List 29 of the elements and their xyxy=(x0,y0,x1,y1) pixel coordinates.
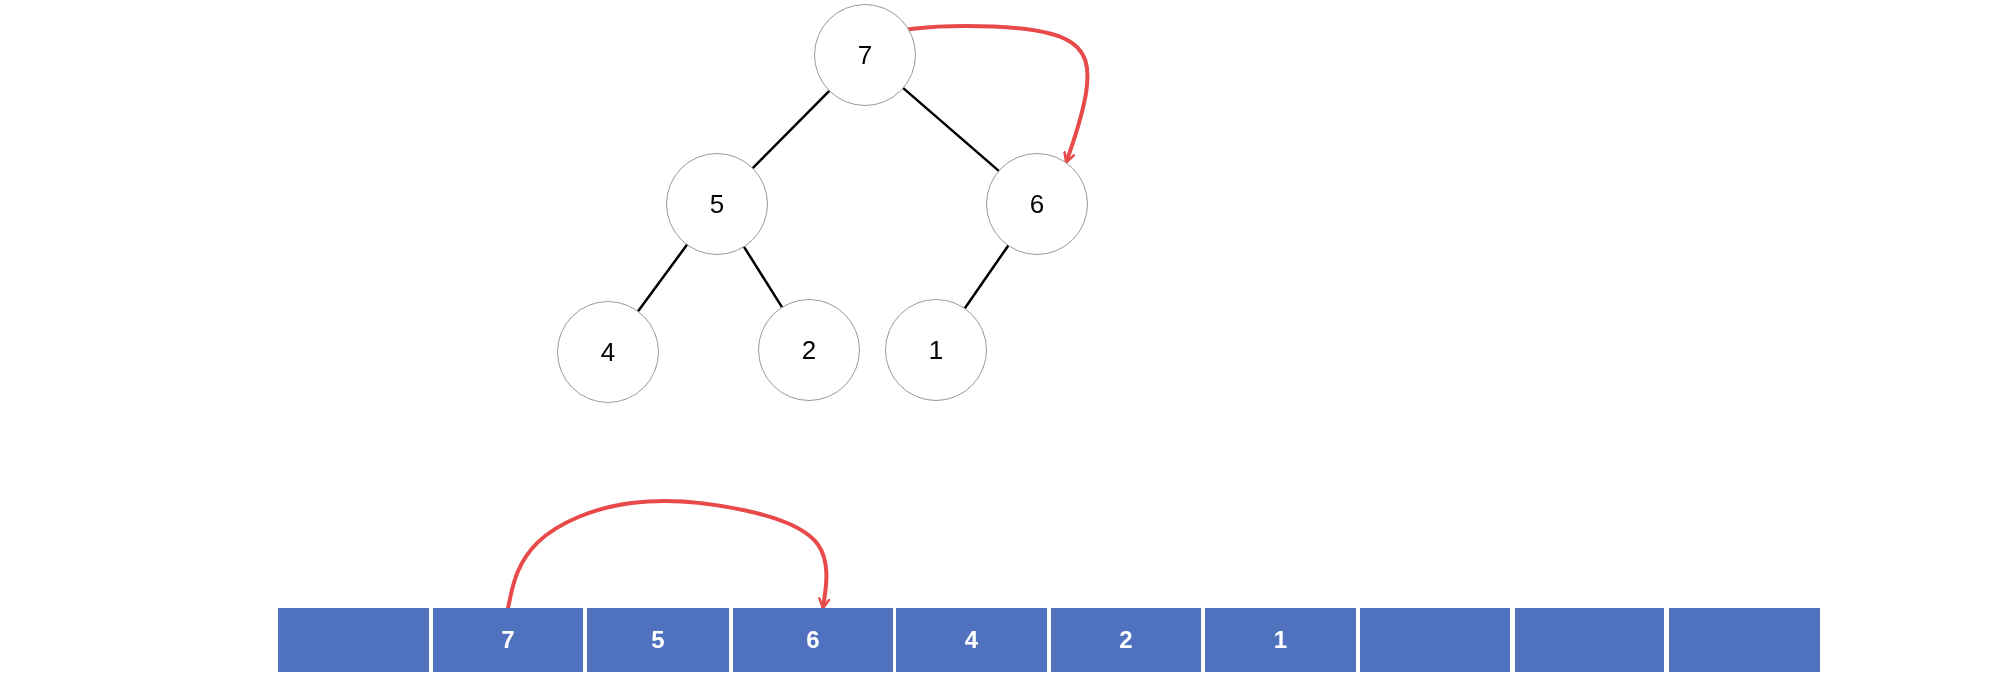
curved-arrow xyxy=(506,499,831,610)
node-value: 4 xyxy=(964,626,979,654)
array-cell xyxy=(1205,608,1356,672)
array-cell xyxy=(587,608,729,672)
array-cell xyxy=(1051,608,1201,672)
array-cell xyxy=(896,608,1047,672)
node-value: 2 xyxy=(1119,626,1133,654)
array-cell xyxy=(1360,608,1510,672)
node-value: 7 xyxy=(501,626,515,654)
node-value: 6 xyxy=(1029,188,1045,220)
node-value: 1 xyxy=(928,334,944,366)
array-cell xyxy=(1669,608,1820,672)
node-value: 4 xyxy=(600,336,616,368)
tree-edge xyxy=(902,87,1000,172)
node-value: 6 xyxy=(806,626,820,654)
curved-arrow xyxy=(907,23,1090,165)
node-value: 2 xyxy=(801,334,817,366)
tree-edge xyxy=(963,244,1010,310)
tree-edge xyxy=(751,89,831,170)
array-cell xyxy=(1515,608,1664,672)
node-value: 1 xyxy=(1273,626,1288,654)
node-value: 5 xyxy=(651,626,665,654)
tree-edge xyxy=(637,243,688,313)
array-cell xyxy=(278,608,429,672)
node-value: 5 xyxy=(709,188,725,220)
array-cell xyxy=(433,608,583,672)
array-cell xyxy=(733,608,893,672)
node-value: 7 xyxy=(857,39,873,71)
tree-edge xyxy=(742,245,784,309)
